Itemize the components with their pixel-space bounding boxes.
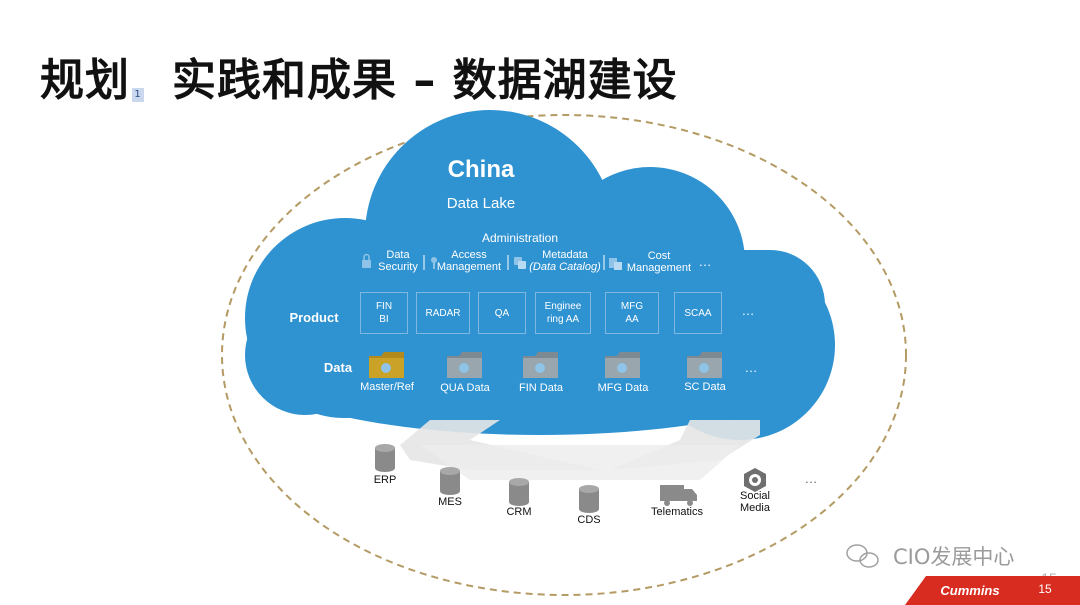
tags-icon: [514, 257, 526, 269]
cloud-title: China: [447, 156, 515, 183]
watermark: CIO发展中心: [893, 545, 1015, 569]
product-qa: QA: [478, 292, 526, 334]
folder-icon-mfg-data: [605, 352, 640, 378]
database-icon-erp: [375, 444, 395, 472]
footnote-marker: 1: [132, 88, 144, 102]
folder-icon-fin-data: [523, 352, 558, 378]
source-mes: MES: [438, 496, 462, 508]
coins-icon: [609, 258, 622, 270]
database-icon-crm: [509, 478, 529, 506]
data-item-sc-data: SC Data: [684, 381, 726, 393]
data-item-mfg-data: MFG Data: [597, 382, 649, 394]
data-label: Data: [323, 360, 353, 375]
title-part-2: 实践和成果 – 数据湖建设: [172, 55, 678, 106]
page-number: 15: [1038, 582, 1052, 596]
key-icon: [431, 257, 437, 269]
lock-icon: [362, 253, 371, 268]
sources-more: …: [804, 471, 818, 486]
product-more: …: [741, 303, 755, 318]
source-erp: ERP: [373, 474, 397, 486]
folder-icon-master-ref: [369, 352, 404, 378]
cloud-subtitle: Data Lake: [446, 195, 516, 212]
data-item-master-ref: Master/Ref: [360, 381, 414, 393]
source-cds: CDS: [577, 514, 601, 526]
folder-icon-qua-data: [447, 352, 482, 378]
brand-logo: Cummins: [940, 583, 1000, 598]
source-crm: CRM: [506, 506, 532, 518]
product-scaa: SCAA: [674, 292, 722, 334]
title-part-1: 规划: [40, 55, 130, 106]
social-media-icon: [744, 468, 766, 492]
product-label: Product: [289, 310, 339, 325]
admin-more: …: [698, 254, 712, 269]
data-item-qua-data: QUA Data: [440, 382, 490, 394]
source-telematics: Telematics: [651, 506, 703, 518]
folder-icon-sc-data: [687, 352, 722, 378]
brand-footer-bar: [905, 576, 1080, 605]
admin-label: Administration: [481, 231, 559, 245]
data-item-fin-data: FIN Data: [518, 382, 563, 394]
product-radar: RADAR: [416, 292, 470, 334]
database-icon-mes: [440, 467, 460, 495]
arrow-base: [420, 445, 740, 480]
admin-item-metadata: Metadata(Data Catalog): [529, 249, 601, 273]
data-more: …: [744, 360, 758, 375]
wechat-icon: [846, 544, 879, 568]
truck-icon: [660, 485, 697, 506]
database-icon-cds: [579, 485, 599, 513]
outer-dashed-ellipse: [221, 114, 907, 596]
